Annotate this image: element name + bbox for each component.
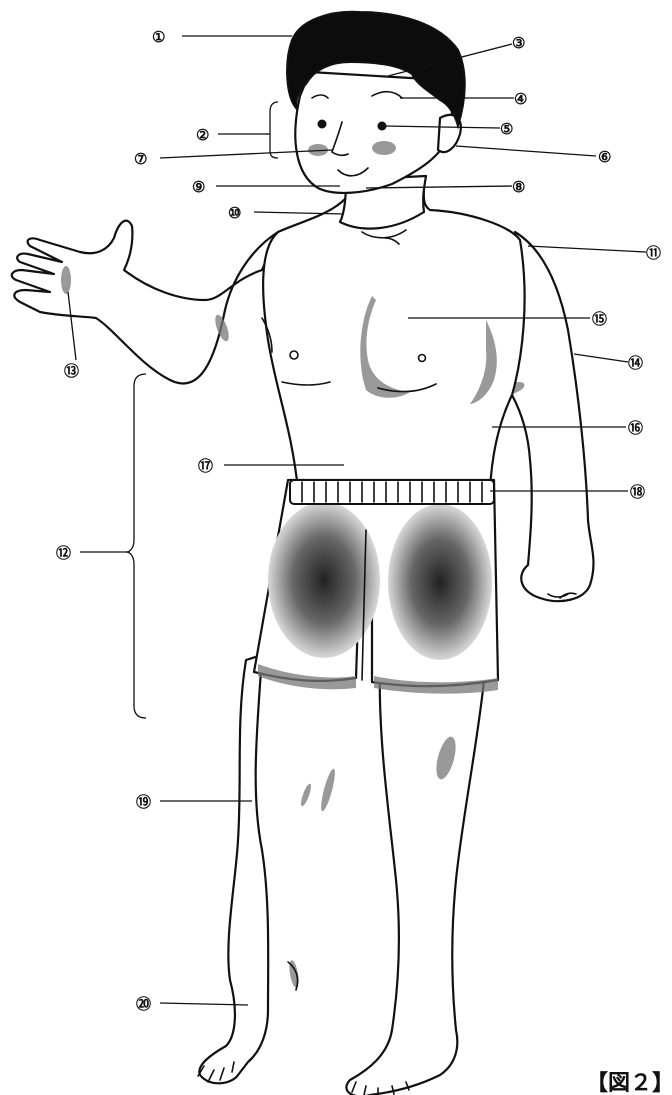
label-9: ⑨ xyxy=(192,178,205,196)
shin-bruise xyxy=(299,783,313,808)
label-5: ⑤ xyxy=(500,120,513,138)
left-arm xyxy=(12,221,278,384)
label-7: ⑦ xyxy=(134,150,147,168)
label-17: ⑰ xyxy=(198,457,213,475)
cheek-right xyxy=(372,141,396,155)
label-20: ⑳ xyxy=(136,995,151,1013)
waistband xyxy=(290,480,494,504)
figure-caption: 【図２】 xyxy=(586,1070,672,1095)
label-15: ⑮ xyxy=(592,310,607,328)
label-16: ⑯ xyxy=(628,419,643,437)
label-2: ② xyxy=(196,126,209,144)
right-leg xyxy=(346,668,484,1095)
label-13: ⑬ xyxy=(64,362,79,380)
label-12: ⑫ xyxy=(56,544,71,562)
torso xyxy=(263,185,524,490)
human-figure xyxy=(12,12,594,1095)
eye-left xyxy=(318,120,327,129)
label-4: ④ xyxy=(514,90,527,108)
shorts-shade-right xyxy=(388,504,492,660)
label-6: ⑥ xyxy=(598,148,611,166)
wrist-bruise xyxy=(61,266,71,294)
label-19: ⑲ xyxy=(136,793,151,811)
left-leg xyxy=(199,655,268,1083)
label-3: ③ xyxy=(512,34,525,52)
label-8: ⑧ xyxy=(512,178,525,196)
label-14: ⑭ xyxy=(628,354,643,372)
knee-bruise-left xyxy=(318,768,337,813)
label-11: ⑪ xyxy=(646,244,661,262)
label-10: ⑩ xyxy=(228,204,241,222)
label-1: ① xyxy=(152,28,165,46)
label-18: ⑱ xyxy=(630,483,645,501)
